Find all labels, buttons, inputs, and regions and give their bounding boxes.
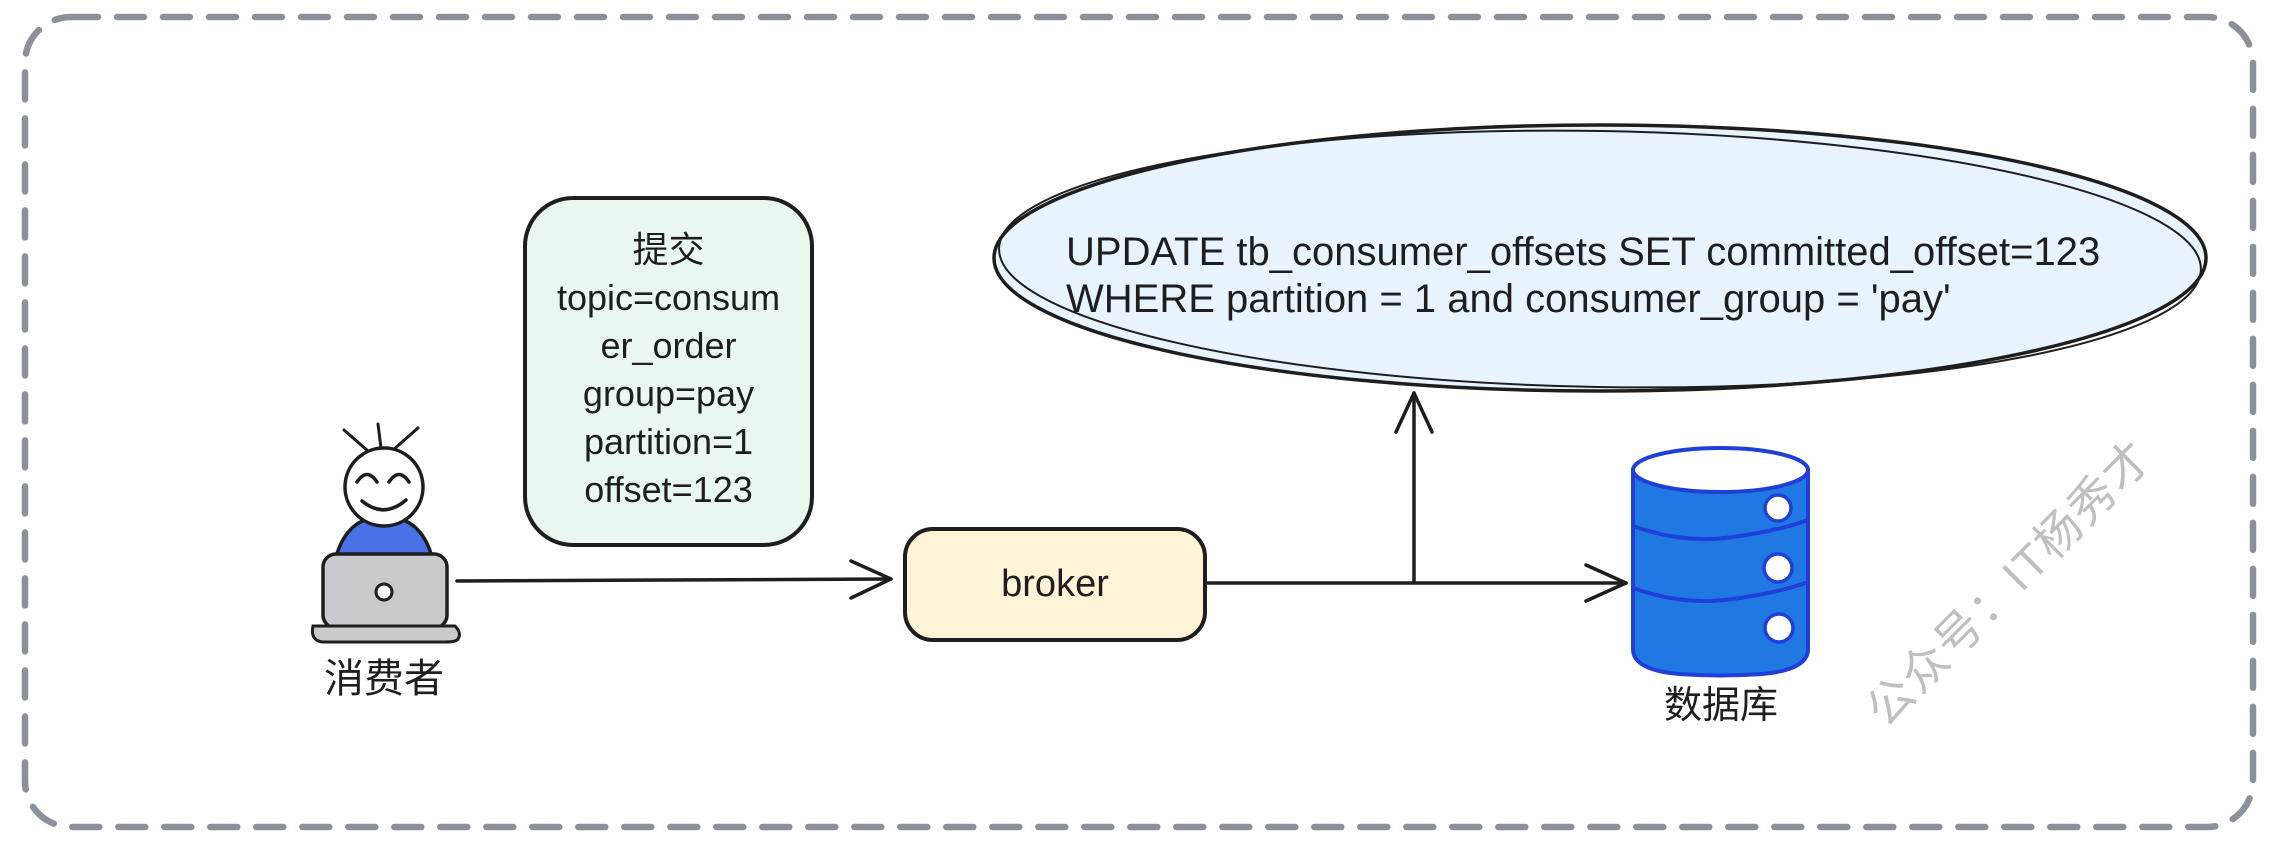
sql-line-where: WHERE partition = 1 and consumer_group =… [1066,277,1951,321]
database-label: 数据库 [1663,685,1778,727]
database-cylinder-icon [1631,446,1810,678]
sql-statement: UPDATE tb_consumer_offsets SET committed… [1066,229,2186,323]
consumer-label: 消费者 [324,657,444,701]
broker-box [903,527,1207,642]
arrow-consumer-to-broker [455,559,893,600]
commit-note-text: 提交 topic=consum er_order group=pay parti… [525,226,812,514]
note-line-partition: partition=1 [583,421,754,462]
database-band-line-1 [1631,518,1810,542]
note-line-group: group=pay [582,373,755,414]
consumer-head [343,446,425,528]
sql-line-update: UPDATE tb_consumer_offsets SET committed… [1066,230,2101,274]
database-dot-1 [1763,493,1793,523]
laptop-base [310,624,461,644]
sql-bubble-ellipse-sketch [998,129,2202,389]
consumer-eye-right [387,472,411,484]
arrow-broker-to-database [1206,563,1628,603]
sql-bubble-ellipse [992,123,2208,393]
consumer-hair [342,422,420,453]
database-band-line-2 [1631,580,1810,604]
database-top [1631,446,1810,494]
canvas-border [21,13,2257,831]
laptop-logo-icon [374,582,394,602]
broker-label: broker [1001,563,1109,605]
database-dot-2 [1762,552,1794,584]
note-line-title: 提交 [632,229,705,270]
note-line-offset: offset=123 [584,469,753,510]
consumer-eye-left [355,472,379,484]
commit-note-box [523,196,814,547]
note-line-topic: topic=consum [556,277,781,318]
consumer-figure [310,422,461,644]
database-dot-3 [1763,612,1795,644]
note-line-topic-cont: er_order [600,325,737,366]
consumer-smile [360,498,408,512]
arrow-to-sql-bubble [1394,391,1434,584]
